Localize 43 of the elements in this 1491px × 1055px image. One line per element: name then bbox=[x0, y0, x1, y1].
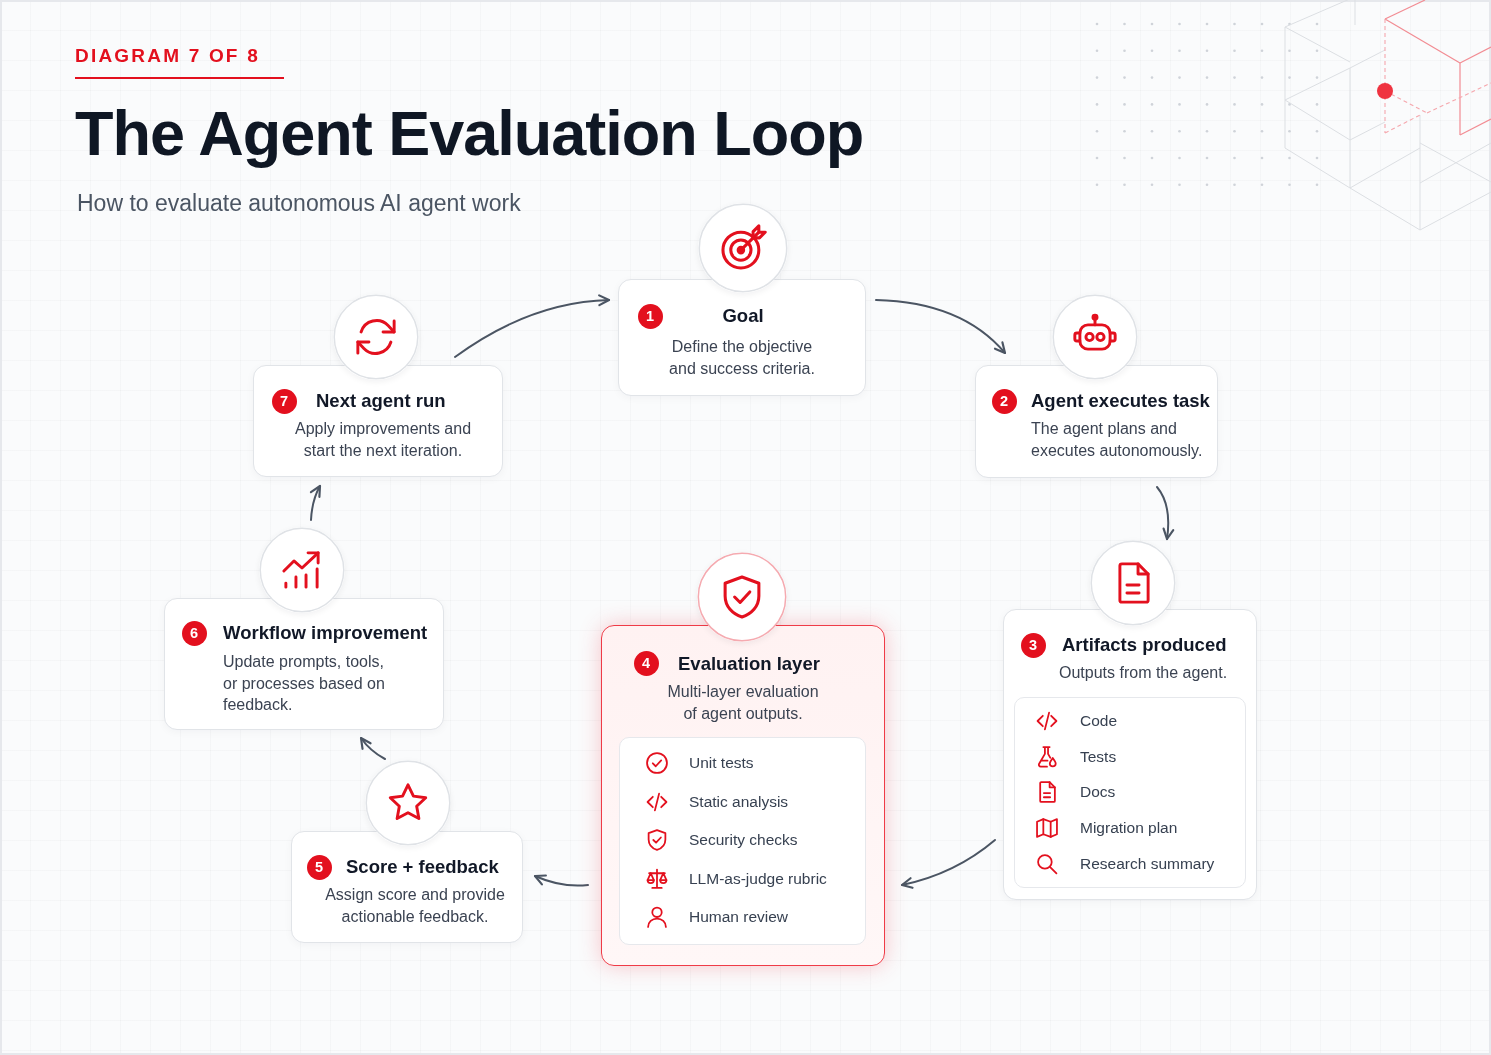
step-number-badge: 4 bbox=[633, 650, 659, 676]
list-item-label: Security checks bbox=[689, 830, 798, 850]
step-description: Assign score and provide actionable feedback. bbox=[324, 885, 506, 927]
list-item-label: Static analysis bbox=[689, 792, 789, 812]
arrow bbox=[359, 736, 386, 760]
step-number-badge: 7 bbox=[271, 388, 297, 414]
step-number-badge: 1 bbox=[637, 303, 663, 329]
list-item-label: LLM-as-judge rubric bbox=[689, 869, 827, 889]
step-title: Artifacts produced bbox=[1062, 633, 1227, 657]
diagram-title: The Agent Evaluation Loop bbox=[75, 97, 864, 170]
step-description: Define the objective and success criteria. bbox=[668, 337, 816, 379]
step-description: Update prompts, tools, or processes based on feedback. bbox=[223, 652, 386, 716]
arrow bbox=[1156, 486, 1175, 541]
step-description: Outputs from the agent. bbox=[1059, 663, 1229, 683]
list-item-label: Unit tests bbox=[689, 753, 754, 773]
step-number-badge: 2 bbox=[991, 388, 1017, 414]
step-title: Evaluation layer bbox=[678, 652, 820, 676]
arrow bbox=[533, 874, 589, 887]
list-item-label: Tests bbox=[1080, 747, 1117, 767]
arrow bbox=[454, 294, 611, 358]
step-title: Score + feedback bbox=[346, 855, 499, 879]
step-title: Workflow improvement bbox=[223, 621, 428, 645]
step-title: Next agent run bbox=[316, 389, 446, 413]
kicker-label: DIAGRAM 7 OF 8 bbox=[75, 45, 260, 67]
list-item-label: Docs bbox=[1080, 782, 1116, 802]
list-item-label: Human review bbox=[689, 907, 789, 927]
list-item-label: Research summary bbox=[1080, 854, 1215, 874]
step-description: Multi-layer evaluation of agent outputs. bbox=[666, 682, 820, 724]
step-title: Goal bbox=[722, 304, 764, 328]
step-description: The agent plans and executes autonomously. bbox=[1031, 419, 1204, 461]
list-item-label: Code bbox=[1080, 711, 1118, 731]
step-description: Apply improvements and start the next iteration. bbox=[293, 419, 473, 461]
arrow bbox=[875, 299, 1007, 355]
step-number-badge: 3 bbox=[1020, 632, 1046, 658]
subtitle: How to evaluate autonomous AI agent work bbox=[77, 189, 521, 218]
arrow bbox=[900, 839, 996, 889]
checklist-panel bbox=[619, 737, 866, 945]
checklist-panel bbox=[1014, 697, 1246, 888]
step-number-badge: 6 bbox=[181, 620, 207, 646]
step-title: Agent executes task bbox=[1031, 389, 1210, 413]
step-number-badge: 5 bbox=[306, 854, 332, 880]
arrow bbox=[310, 484, 322, 521]
list-item-label: Migration plan bbox=[1080, 818, 1178, 838]
